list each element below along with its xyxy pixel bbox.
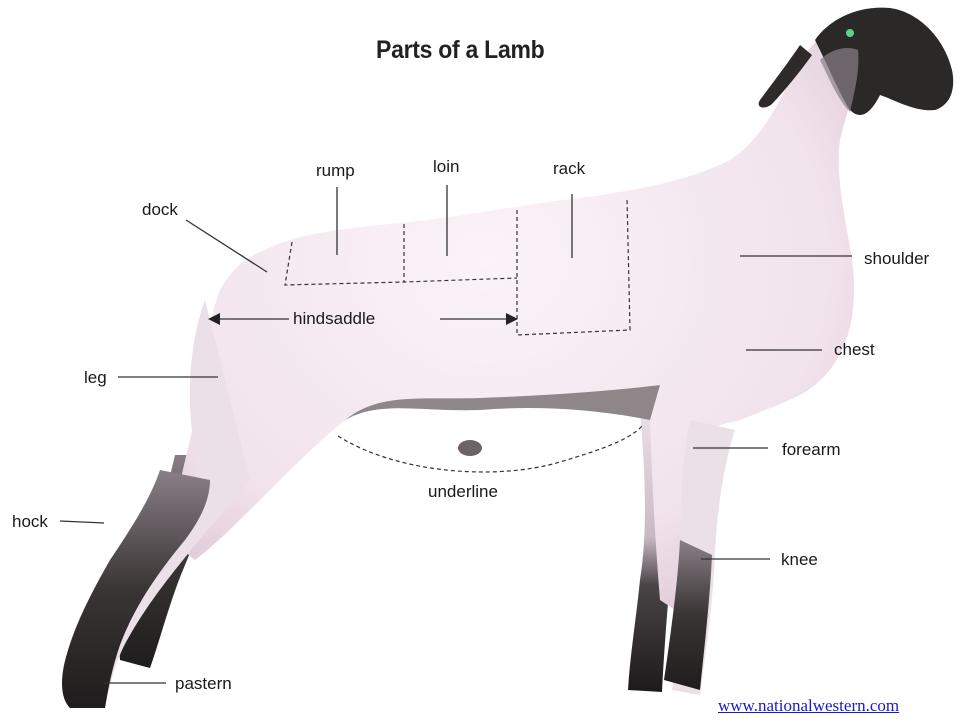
- label-hindsaddle: hindsaddle: [293, 309, 375, 329]
- diagram-title: Parts of a Lamb: [376, 36, 544, 65]
- lamb-body: [170, 22, 870, 620]
- label-pastern: pastern: [175, 674, 232, 694]
- label-leg: leg: [84, 368, 107, 388]
- lamb-eye: [846, 29, 854, 37]
- label-rump: rump: [316, 161, 355, 181]
- source-credit-link[interactable]: www.nationalwestern.com: [718, 696, 899, 716]
- label-dock: dock: [142, 200, 178, 220]
- near-hind-leg-wool: [62, 470, 210, 708]
- label-forearm: forearm: [782, 440, 841, 460]
- belly-bump: [458, 440, 482, 456]
- label-rack: rack: [553, 159, 585, 179]
- label-loin: loin: [433, 157, 459, 177]
- label-shoulder: shoulder: [864, 249, 929, 269]
- label-underline: underline: [428, 482, 498, 502]
- label-knee: knee: [781, 550, 818, 570]
- label-chest: chest: [834, 340, 875, 360]
- label-hock: hock: [12, 512, 48, 532]
